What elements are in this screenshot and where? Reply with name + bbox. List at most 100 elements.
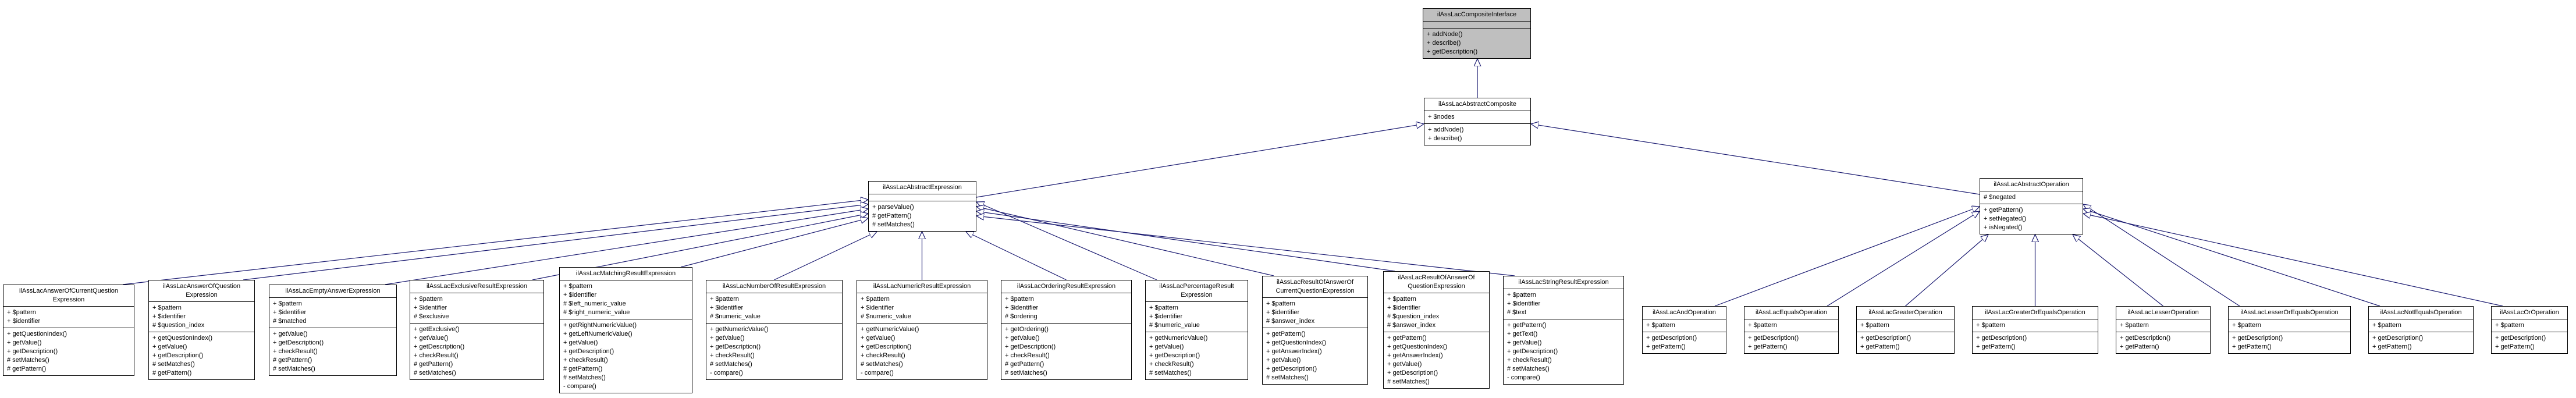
attribute-row: + $pattern bbox=[1387, 296, 1416, 303]
class-methods: + getExclusive()+ getValue()+ getDescrip… bbox=[410, 324, 543, 379]
attribute-row: + $pattern bbox=[414, 296, 443, 303]
class-node-equals-operation[interactable]: ilAssLacEqualsOperation+ $pattern+ getDe… bbox=[1744, 306, 1839, 354]
class-node-empty-answer-expression[interactable]: ilAssLacEmptyAnswerExpression+ $pattern+… bbox=[269, 285, 397, 376]
attribute-row: + $nodes bbox=[1428, 113, 1455, 120]
class-title: ilAssLacResultOfAnswerOf QuestionExpress… bbox=[1384, 272, 1489, 293]
class-node-percentage-result-expression[interactable]: ilAssLacPercentageResult Expression+ $pa… bbox=[1145, 280, 1248, 380]
method-row: + getValue() bbox=[710, 335, 745, 342]
class-node-exclusive-result-expression[interactable]: ilAssLacExclusiveResultExpression+ $patt… bbox=[410, 280, 544, 380]
method-row: + getPattern() bbox=[2232, 343, 2272, 350]
class-node-abstract-operation[interactable]: ilAssLacAbstractOperation# $negated+ get… bbox=[1980, 178, 2083, 234]
method-row: # setMatches() bbox=[563, 374, 606, 381]
method-row: + getPattern() bbox=[2120, 343, 2159, 350]
class-node-lesser-operation[interactable]: ilAssLacLesserOperation+ $pattern+ getDe… bbox=[2116, 306, 2211, 354]
attribute-row: # $text bbox=[1507, 309, 1527, 316]
class-attributes: + $pattern+ $identifier# $matched bbox=[269, 298, 396, 328]
class-node-abstract-composite[interactable]: ilAssLacAbstractComposite + $nodes + addNo… bbox=[1424, 98, 1531, 145]
class-node-matching-result-expression[interactable]: ilAssLacMatchingResultExpression+ $patte… bbox=[559, 267, 692, 393]
class-title: ilAssLacAnswerOfQuestion Expression bbox=[149, 280, 254, 302]
class-node-and-operation[interactable]: ilAssLacAndOperation+ $pattern+ getDescr… bbox=[1642, 306, 1726, 354]
method-row: + checkResult() bbox=[710, 352, 755, 359]
class-attributes: + $pattern+ $identifier# $question_index… bbox=[1384, 293, 1489, 332]
class-attributes: + $pattern+ $identifier# $numeric_value bbox=[706, 293, 842, 324]
class-node-not-equals-operation[interactable]: ilAssLacNotEqualsOperation+ $pattern+ ge… bbox=[2368, 306, 2474, 354]
method-row: + getPattern() bbox=[1984, 207, 2023, 214]
method-row: # setMatches() bbox=[1387, 378, 1430, 385]
class-node-greater-or-equals-operation[interactable]: ilAssLacGreaterOrEqualsOperation+ $patte… bbox=[1972, 306, 2098, 354]
class-attributes: + $pattern bbox=[1973, 319, 2098, 332]
class-methods: + addNode()+ describe() bbox=[1424, 124, 1530, 145]
method-row: # setMatches() bbox=[7, 357, 49, 364]
method-row: + addNode() bbox=[1428, 126, 1464, 133]
class-node-abstract-expression[interactable]: ilAssLacAbstractExpression+ parseValue()… bbox=[868, 181, 976, 232]
attribute-row: + $pattern bbox=[1976, 322, 2005, 329]
attribute-row: + $identifier bbox=[710, 304, 744, 311]
class-node-composite-interface[interactable]: ilAssLacCompositeInterface+ addNode()+ d… bbox=[1423, 8, 1531, 59]
class-node-answer-of-current-question-expression[interactable]: ilAssLacAnswerOfCurrentQuestion Expressi… bbox=[3, 285, 134, 376]
method-row: + getQuestionIndex() bbox=[152, 335, 213, 342]
method-row: + getRightNumericValue() bbox=[563, 322, 637, 329]
attribute-row: + $pattern bbox=[2232, 322, 2261, 329]
class-node-or-operation[interactable]: ilAssLacOrOperation+ $pattern+ getDescri… bbox=[2491, 306, 2568, 354]
class-attributes bbox=[869, 194, 976, 201]
attribute-row: + $identifier bbox=[273, 309, 307, 316]
class-node-ordering-result-expression[interactable]: ilAssLacOrderingResultExpression+ $patte… bbox=[1001, 280, 1132, 380]
class-node-answer-of-question-expression[interactable]: ilAssLacAnswerOfQuestion Expression+ $pa… bbox=[148, 280, 255, 380]
class-attributes: + $nodes bbox=[1424, 111, 1530, 124]
method-row: + getDescription() bbox=[1427, 48, 1478, 55]
attribute-row: + $pattern bbox=[1748, 322, 1777, 329]
attribute-row: + $pattern bbox=[7, 309, 36, 316]
attribute-row: + $identifier bbox=[1387, 304, 1421, 311]
method-row: + parseValue() bbox=[872, 204, 914, 211]
method-row: # setMatches() bbox=[1507, 365, 1550, 372]
method-row: + getDescription() bbox=[710, 343, 761, 350]
class-methods: + getQuestionIndex()+ getValue()+ getDes… bbox=[3, 328, 134, 375]
method-row: + getValue() bbox=[1149, 343, 1184, 350]
method-row: # getPattern() bbox=[414, 361, 453, 368]
attribute-row: + $identifier bbox=[861, 304, 894, 311]
class-title: ilAssLacResultOfAnswerOf CurrentQuestion… bbox=[1263, 276, 1367, 298]
class-title: ilAssLacNumberOfResultExpression bbox=[706, 280, 842, 293]
method-row: + getDescription() bbox=[563, 348, 614, 355]
method-row: # setMatches() bbox=[861, 361, 903, 368]
class-title: ilAssLacNumericResultExpression bbox=[857, 280, 987, 293]
method-row: + getNumericValue() bbox=[1149, 335, 1208, 342]
class-node-lesser-or-equals-operation[interactable]: ilAssLacLesserOrEqualsOperation+ $patter… bbox=[2228, 306, 2351, 354]
method-row: + getPattern() bbox=[1507, 322, 1547, 329]
class-node-number-of-result-expression[interactable]: ilAssLacNumberOfResultExpression+ $patte… bbox=[706, 280, 843, 380]
class-methods: + getNumericValue()+ getValue()+ getDesc… bbox=[706, 324, 842, 379]
attribute-row: # $right_numeric_value bbox=[563, 309, 630, 316]
attribute-row: + $identifier bbox=[563, 292, 597, 298]
class-title: ilAssLacAnswerOfCurrentQuestion Expressi… bbox=[3, 285, 134, 307]
class-title: ilAssLacAndOperation bbox=[1643, 307, 1726, 319]
class-title: ilAssLacAbstractComposite bbox=[1424, 98, 1530, 111]
attribute-row: + $pattern bbox=[1507, 292, 1536, 298]
class-node-greater-operation[interactable]: ilAssLacGreaterOperation+ $pattern+ getD… bbox=[1856, 306, 1955, 354]
method-row: + getValue() bbox=[152, 343, 187, 350]
method-row: + getPattern() bbox=[2372, 343, 2412, 350]
attribute-row: + $pattern bbox=[1266, 300, 1295, 307]
class-title: ilAssLacStringResultExpression bbox=[1504, 276, 1623, 289]
method-row: # setMatches() bbox=[414, 369, 456, 376]
method-row: + getValue() bbox=[861, 335, 896, 342]
class-node-result-of-answer-of-current-question-expression[interactable]: ilAssLacResultOfAnswerOf CurrentQuestion… bbox=[1262, 276, 1368, 385]
attribute-row: # $numeric_value bbox=[861, 313, 911, 320]
method-row: + getDescription() bbox=[1149, 352, 1200, 359]
attribute-row: + $pattern bbox=[563, 283, 592, 290]
class-title: ilAssLacOrOperation bbox=[2492, 307, 2567, 319]
method-row: + getDescription() bbox=[1748, 335, 1799, 342]
method-row: # setMatches() bbox=[152, 361, 195, 368]
method-row: + getValue() bbox=[1005, 335, 1040, 342]
class-node-string-result-expression[interactable]: ilAssLacStringResultExpression + $pattern… bbox=[1503, 276, 1624, 385]
method-row: - compare() bbox=[710, 369, 743, 376]
method-row: + getValue() bbox=[1266, 357, 1301, 364]
class-attributes: + $pattern bbox=[2492, 319, 2567, 332]
class-node-numeric-result-expression[interactable]: ilAssLacNumericResultExpression+ $patter… bbox=[857, 280, 987, 380]
attribute-row: + $identifier bbox=[1149, 313, 1183, 320]
class-node-result-of-answer-of-question-expression[interactable]: ilAssLacResultOfAnswerOf QuestionExpress… bbox=[1383, 271, 1490, 389]
attribute-row: + $identifier bbox=[7, 318, 41, 325]
attribute-row: + $pattern bbox=[2495, 322, 2524, 329]
attribute-row: # $answer_index bbox=[1266, 318, 1315, 325]
method-row: + getDescription() bbox=[1646, 335, 1697, 342]
method-row: + getText() bbox=[1507, 331, 1538, 337]
